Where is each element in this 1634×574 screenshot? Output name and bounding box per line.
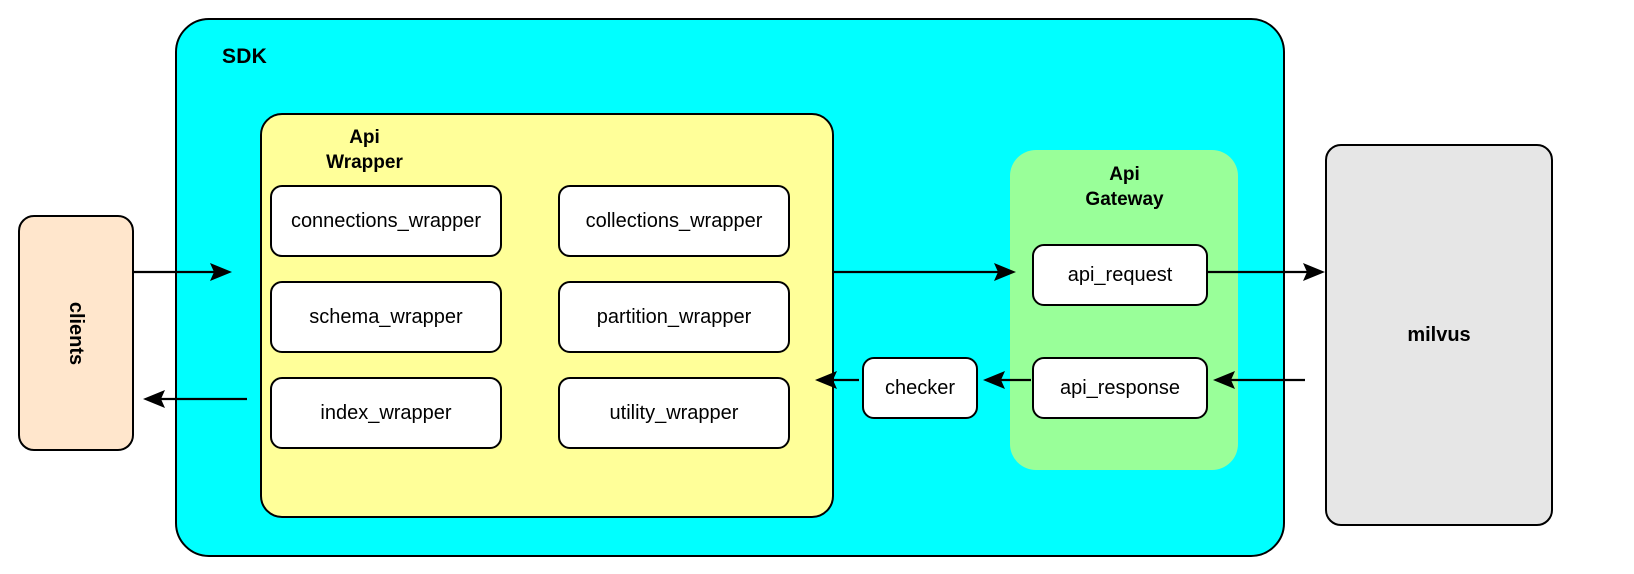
sdk-title: SDK	[222, 45, 267, 68]
module-collections-wrapper[interactable]: collections_wrapper	[558, 185, 790, 257]
module-label: connections_wrapper	[290, 209, 482, 232]
module-label: partition_wrapper	[596, 305, 752, 328]
api-gateway-container[interactable]: Api Gateway api_request api_response	[1010, 150, 1238, 470]
module-label: collections_wrapper	[585, 209, 763, 232]
module-index-wrapper[interactable]: index_wrapper	[270, 377, 502, 449]
checker-label: checker	[884, 376, 956, 399]
api-wrapper-container[interactable]: Api Wrapper connections_wrapper schema_w…	[260, 113, 834, 518]
api-wrapper-title-line2: Wrapper	[326, 152, 403, 173]
module-utility-wrapper[interactable]: utility_wrapper	[558, 377, 790, 449]
clients-node[interactable]: clients	[18, 215, 134, 451]
milvus-node[interactable]: milvus	[1325, 144, 1553, 526]
api-gateway-title: Api Gateway	[1032, 162, 1217, 212]
module-label: index_wrapper	[320, 401, 452, 424]
api-wrapper-title-line1: Api	[349, 127, 380, 148]
api-gateway-title-line2: Gateway	[1085, 189, 1164, 210]
module-label: api_response	[1059, 376, 1181, 399]
module-schema-wrapper[interactable]: schema_wrapper	[270, 281, 502, 353]
api-gateway-title-line1: Api	[1109, 164, 1140, 185]
module-label: api_request	[1067, 263, 1173, 286]
api-wrapper-title: Api Wrapper	[262, 125, 467, 175]
milvus-label: milvus	[1407, 323, 1471, 346]
module-label: utility_wrapper	[609, 401, 739, 424]
module-connections-wrapper[interactable]: connections_wrapper	[270, 185, 502, 257]
checker-node[interactable]: checker	[862, 357, 978, 419]
module-partition-wrapper[interactable]: partition_wrapper	[558, 281, 790, 353]
clients-label: clients	[65, 301, 88, 365]
module-api-response[interactable]: api_response	[1032, 357, 1208, 419]
sdk-container[interactable]: SDK Api Wrapper connections_wrapper sche…	[175, 18, 1285, 557]
module-label: schema_wrapper	[309, 305, 463, 328]
module-api-request[interactable]: api_request	[1032, 244, 1208, 306]
